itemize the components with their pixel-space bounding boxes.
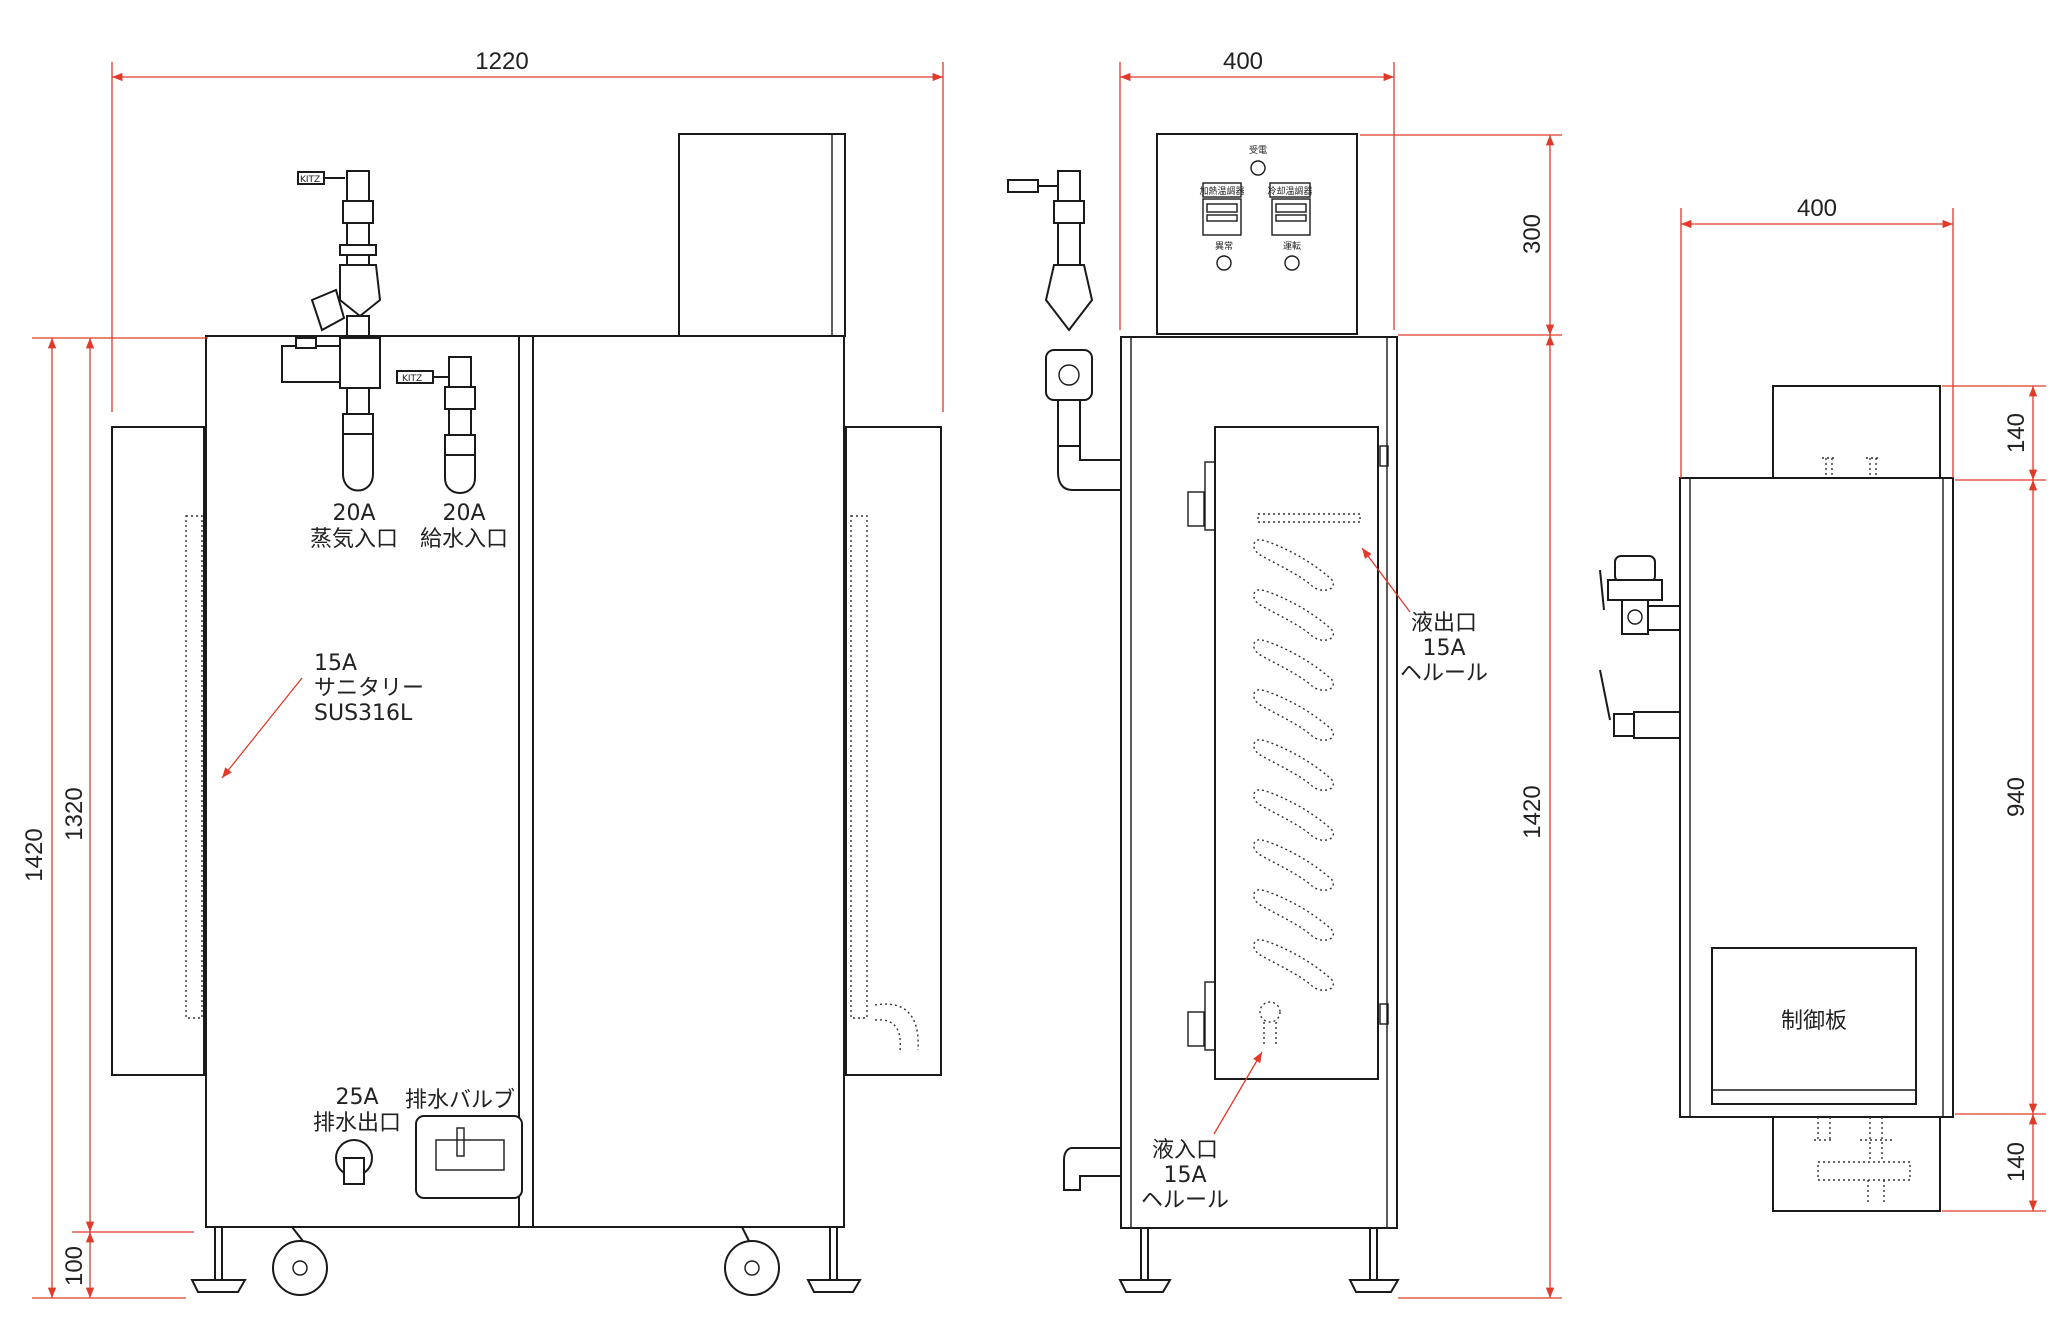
top-view: 制御板 400 (1599, 195, 2046, 1212)
steam-name-label: 蒸気入口 (310, 527, 398, 552)
sanitary-name-label: サニタリー (314, 676, 424, 701)
dim-top-width: 400 (1797, 195, 1837, 222)
front-main-body (205, 335, 845, 1228)
front-top-box (678, 133, 846, 337)
dim-side-width: 400 (1223, 48, 1263, 75)
top-upper-box (1772, 385, 1941, 481)
top-lower-box (1772, 1114, 1941, 1212)
water-inlet-pipe: KITZ (396, 356, 476, 494)
drain-outlet (335, 1139, 373, 1185)
lamp-alarm (1216, 255, 1232, 271)
front-dimensions: 1220 1420 1320 100 (21, 48, 944, 1299)
liquid-out-name-label: 液出口 (1411, 611, 1477, 636)
drain-size-label: 25A (335, 1085, 378, 1110)
side-pipes (1007, 170, 1122, 1191)
side-dimensions: 400 300 1420 (1119, 48, 1562, 1299)
water-name-label: 給水入口 (420, 527, 508, 552)
control-board-label: 制御板 (1781, 1009, 1847, 1034)
drain-name-label: 排水出口 (313, 1111, 401, 1136)
dim-top-lower: 140 (2003, 1142, 2030, 1182)
meter-cool-label: 冷却温調器 (1267, 185, 1312, 197)
liquid-in-size-label: 15A (1163, 1163, 1206, 1188)
sanitary-leader (221, 677, 303, 779)
top-fittings (1814, 457, 1911, 1202)
dim-top-upper: 140 (2003, 413, 2030, 453)
liquid-out-leader (1361, 547, 1411, 613)
dim-front-height-total: 1420 (21, 828, 48, 881)
side-legs (1118, 1228, 1400, 1293)
front-right-jacket (845, 426, 942, 1076)
control-board (1711, 947, 1917, 1105)
liquid-out-type-label: ヘルール (1400, 661, 1488, 686)
liquid-in-leader (1213, 1051, 1263, 1135)
lamp-run (1284, 255, 1300, 271)
front-view: KITZ KITZ (21, 48, 944, 1299)
liquid-in-type-label: ヘルール (1141, 1188, 1229, 1213)
lamp-alarm-label: 異常 (1215, 240, 1233, 252)
steam-size-label: 20A (332, 501, 375, 526)
side-coil (1253, 513, 1361, 1046)
front-sanitary-tube (185, 515, 919, 1051)
meter-cool (1271, 198, 1311, 236)
meter-heat-label: 加熱温調器 (1199, 185, 1244, 197)
water-valve-tag: KITZ (402, 374, 422, 384)
sanitary-size-label: 15A (314, 651, 357, 676)
sanitary-material-label: SUS316L (314, 701, 413, 726)
lamp-power-label: 受電 (1249, 144, 1267, 156)
steam-valve-tag: KITZ (300, 175, 320, 185)
dim-front-height-body: 1320 (61, 787, 88, 840)
lamp-run-label: 運転 (1283, 241, 1301, 252)
side-tank (1214, 426, 1379, 1080)
dim-front-width: 1220 (475, 48, 528, 75)
side-control-panel (1156, 133, 1358, 335)
meter-heat (1202, 198, 1242, 236)
top-dimensions: 400 140 940 140 (1680, 195, 2046, 1212)
drain-valve-label: 排水バルブ (405, 1088, 515, 1113)
dim-side-height-total: 1420 (1519, 785, 1546, 838)
dim-front-leg: 100 (61, 1246, 88, 1286)
top-valves (1599, 555, 1681, 739)
front-legs (190, 1226, 862, 1296)
liquid-out-size-label: 15A (1422, 636, 1465, 661)
water-size-label: 20A (442, 501, 485, 526)
front-left-jacket (111, 426, 205, 1076)
side-view: 受電 加熱温調器 冷却温調器 異常 運転 (1007, 48, 1562, 1299)
drain-valve (415, 1115, 523, 1199)
lamp-power (1250, 160, 1266, 176)
steam-inlet-pipe: KITZ (281, 170, 382, 492)
liquid-in-name-label: 液入口 (1152, 1138, 1218, 1163)
dim-top-middle: 940 (2003, 777, 2030, 817)
dim-side-panel-height: 300 (1519, 214, 1546, 254)
